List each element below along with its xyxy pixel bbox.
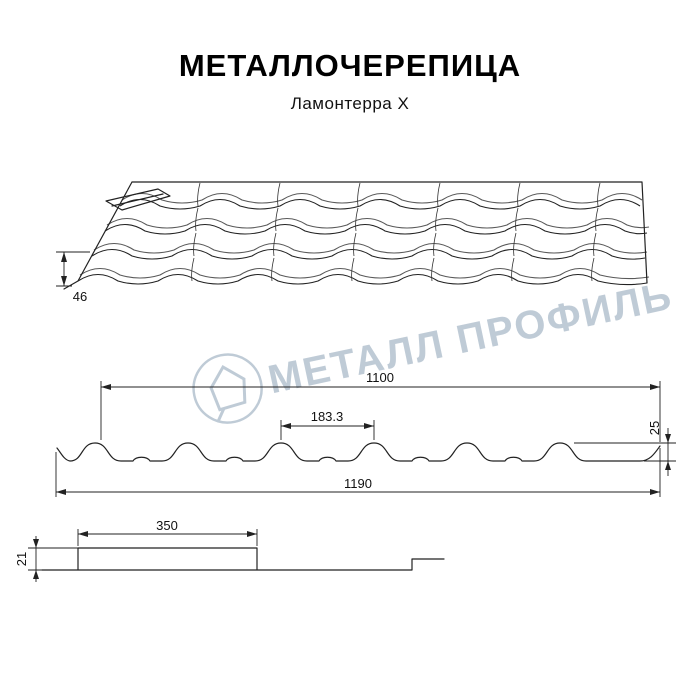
dim-module-length-label: 183.3 [311, 409, 344, 424]
page-title: МЕТАЛЛОЧЕРЕПИЦА [178, 48, 522, 83]
dim-profile-height-label: 25 [647, 421, 662, 435]
watermark-text: МЕТАЛЛ ПРОФИЛЬ [264, 274, 676, 403]
dimension-full-width: 1190 [55, 448, 661, 497]
dimension-step-length: 350 [77, 518, 258, 546]
dimension-module-length: 183.3 [280, 409, 375, 440]
profile-section: 1100 183.3 25 1190 [55, 370, 676, 497]
dim-step-length-label: 350 [156, 518, 178, 533]
step-profile: 350 21 [14, 518, 445, 582]
page-subtitle: Ламонтерра X [290, 94, 410, 113]
ridge-cap [105, 188, 171, 211]
dimension-cover-width: 1100 [100, 370, 661, 442]
dim-cover-width-label: 1100 [366, 370, 394, 385]
dim-step-height-label: 21 [14, 552, 29, 566]
dimension-step-height: 21 [14, 536, 78, 582]
dim-eave-height-label: 46 [73, 289, 87, 304]
dim-full-width-label: 1190 [344, 476, 372, 491]
watermark: МЕТАЛЛ ПРОФИЛЬ [192, 274, 677, 424]
metall-profil-logo-icon [192, 353, 263, 424]
dimension-profile-height: 25 [574, 421, 676, 476]
dimension-eave-height: 46 [56, 251, 90, 304]
perspective-view: 46 [56, 181, 650, 304]
